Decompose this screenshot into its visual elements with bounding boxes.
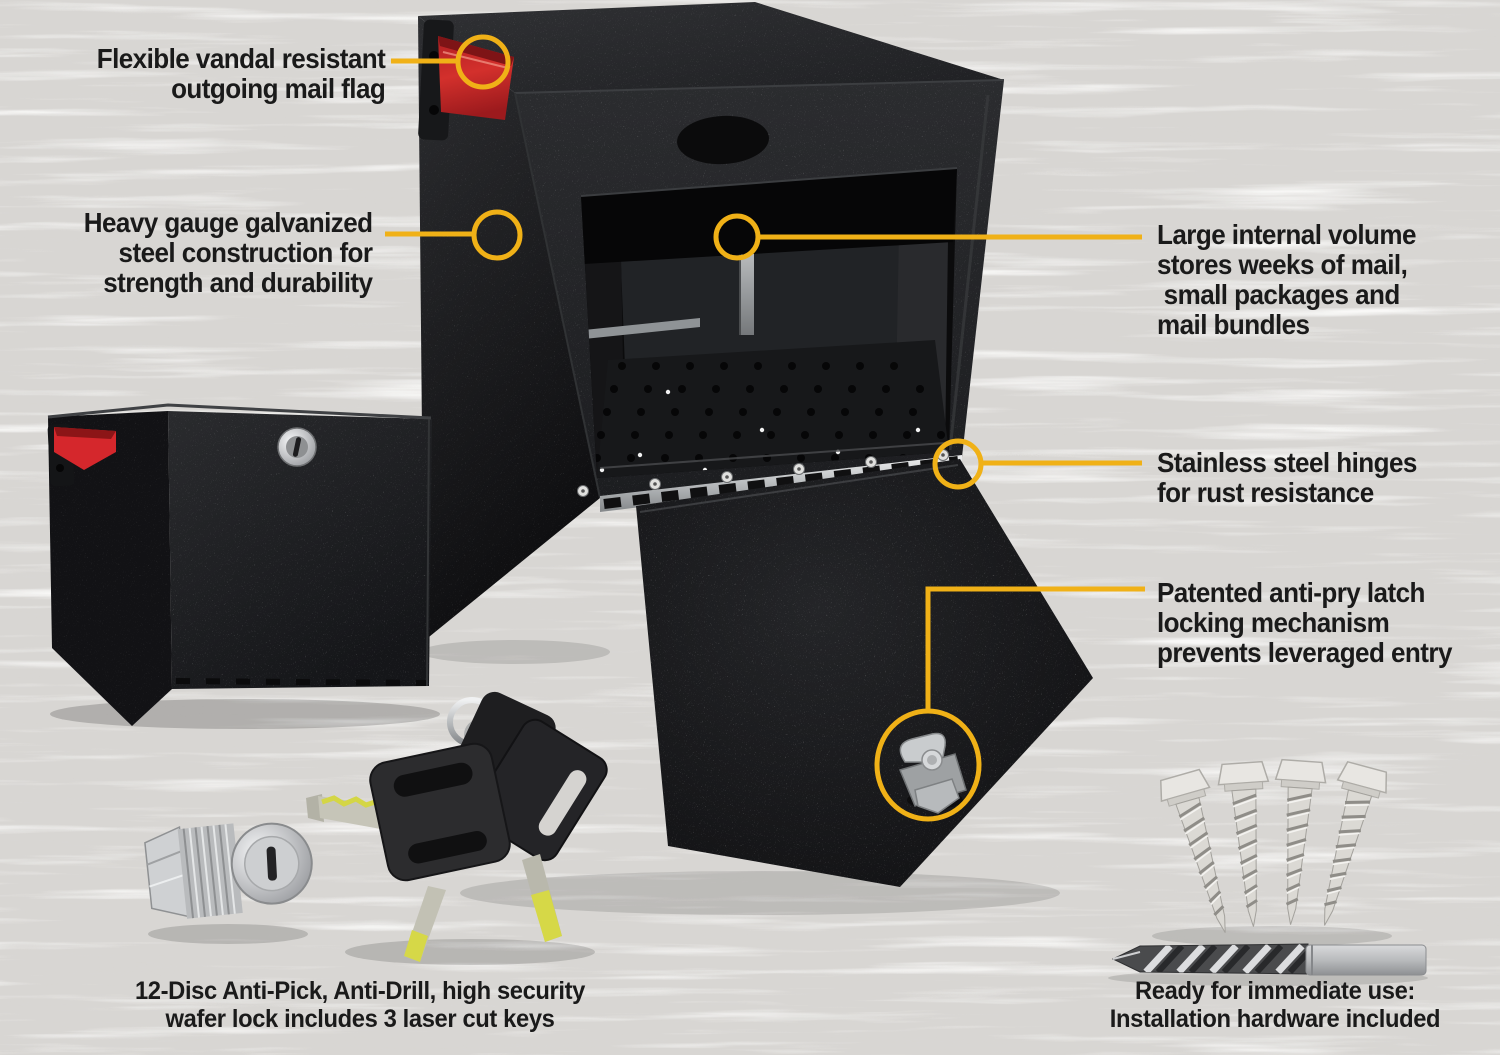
callout-text-flag: Flexible vandal resistant outgoing mail …	[75, 44, 385, 104]
callout-line-text: outgoing mail flag	[170, 73, 386, 104]
caption-line-text: Installation hardware included	[1109, 1005, 1441, 1033]
callout-line-text: Heavy gauge galvanized	[83, 207, 372, 238]
callout-line-text: Large internal volume	[1157, 219, 1416, 250]
callout-line-text: prevents leveraged entry	[1157, 637, 1452, 668]
callout-line-text: Flexible vandal resistant	[96, 43, 385, 74]
callout-line-text: small packages and	[1157, 279, 1401, 310]
callout-line-text: locking mechanism	[1157, 607, 1390, 638]
callout-circle-hinges	[932, 438, 984, 490]
keyhole-lock	[277, 427, 317, 467]
callout-circle-construction	[471, 209, 523, 261]
keys	[306, 691, 608, 962]
door-latch	[898, 732, 967, 814]
key-middle-blade	[404, 886, 446, 962]
caption-line-text: wafer lock includes 3 laser cut keys	[165, 1005, 555, 1033]
callout-circle-flag	[455, 34, 511, 90]
callout-line-text: strength and durability	[102, 267, 373, 298]
rear-flag	[47, 423, 116, 487]
callout-line-text: for rust resistance	[1157, 477, 1374, 508]
caption-hardware: Ready for immediate use: Installation ha…	[1045, 977, 1500, 1033]
mail-flag	[418, 19, 514, 141]
callout-text-construction: Heavy gauge galvanized steel constructio…	[62, 208, 372, 298]
wafer-lock-cylinder	[144, 822, 313, 919]
callout-circle-latch	[874, 708, 982, 822]
callout-line-text: stores weeks of mail,	[1157, 249, 1408, 280]
front-screws	[577, 449, 949, 497]
callout-text-latch: Patented anti-pry latch locking mechanis…	[1157, 578, 1474, 668]
callout-line-text: mail bundles	[1157, 309, 1310, 340]
caption-line-text: 12-Disc Anti-Pick, Anti-Drill, high secu…	[134, 977, 586, 1005]
key-front	[306, 742, 511, 882]
handle-cutout	[677, 115, 769, 165]
callout-text-hinges: Stainless steel hinges for rust resistan…	[1157, 448, 1436, 508]
callout-text-volume: Large internal volume stores weeks of ma…	[1157, 220, 1435, 340]
drill-bit	[1111, 943, 1427, 976]
callout-line-latch	[925, 586, 1145, 712]
callout-circle-volume	[713, 213, 761, 261]
callout-line-text: Patented anti-pry latch	[1157, 577, 1425, 608]
callout-line-text: Stainless steel hinges	[1157, 447, 1417, 478]
mailbox-interior	[581, 168, 957, 478]
caption-line-text: Ready for immediate use:	[1135, 977, 1415, 1005]
rear-mailbox	[47, 403, 432, 726]
callout-line-text: steel construction for	[118, 237, 373, 268]
caption-wafer-lock: 12-Disc Anti-Pick, Anti-Drill, high secu…	[95, 977, 625, 1033]
